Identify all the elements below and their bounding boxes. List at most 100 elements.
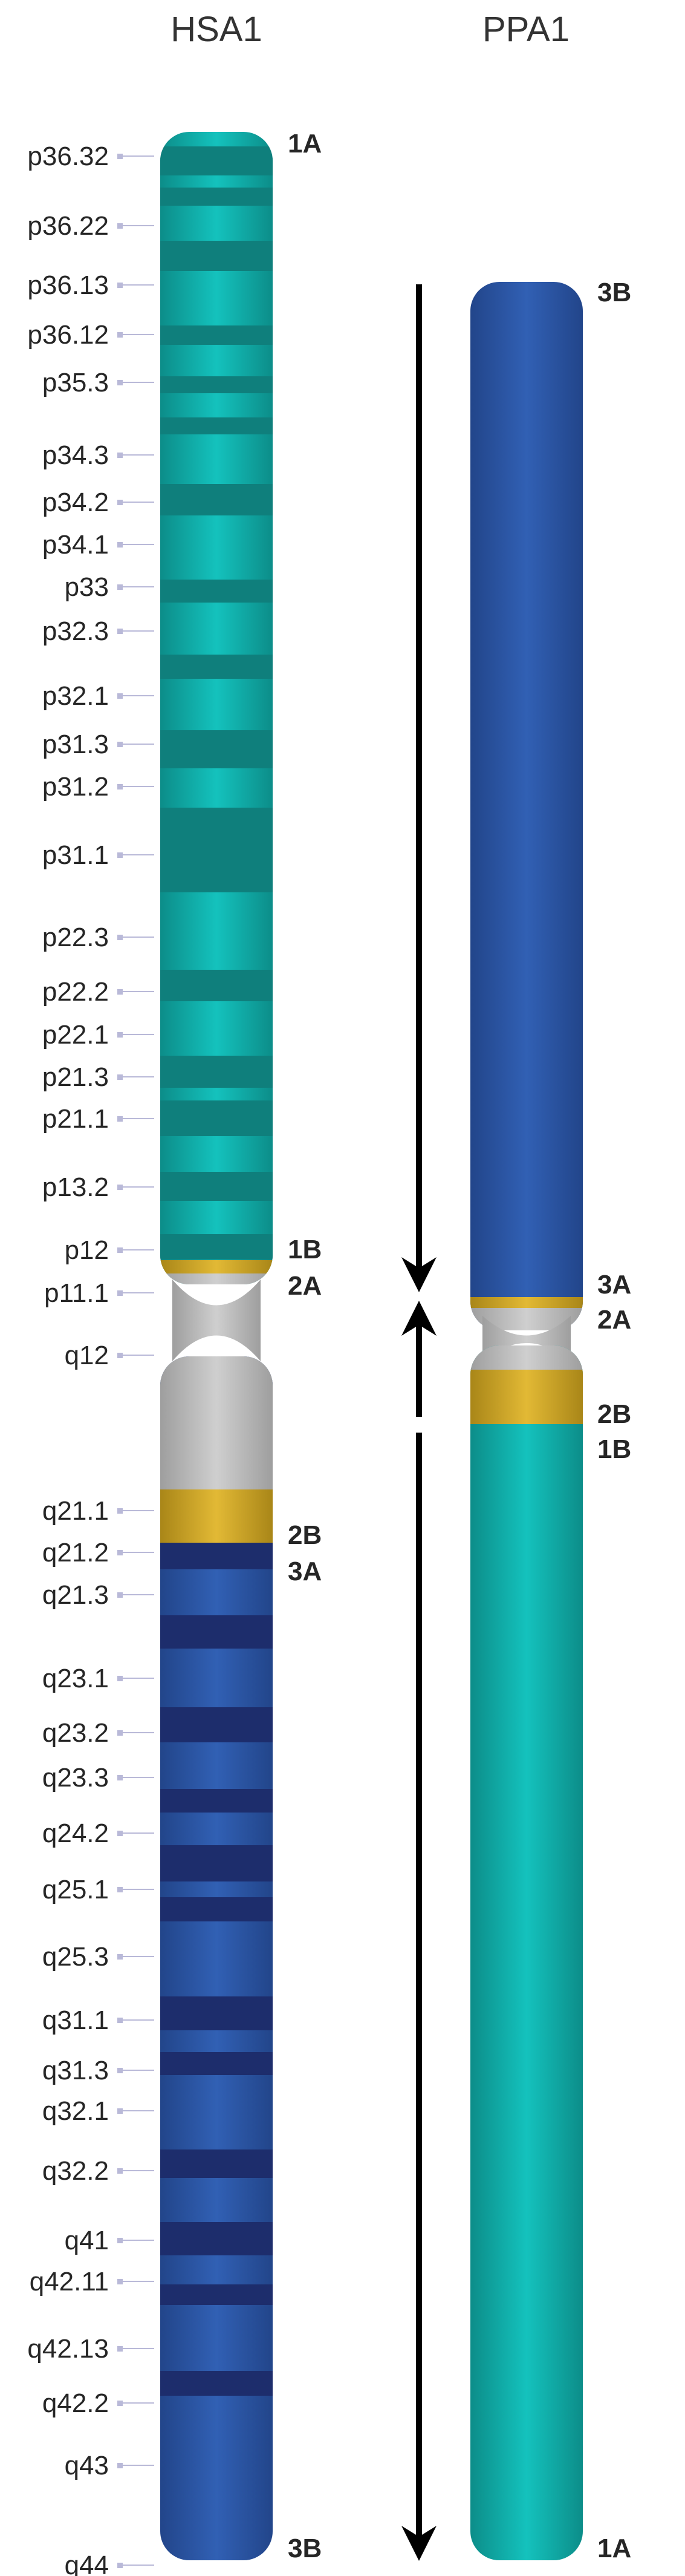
band-label: p21.3 — [42, 1062, 109, 1092]
band-label: q24.2 — [42, 1819, 109, 1848]
p-arm-band — [160, 484, 273, 515]
band-label: q32.2 — [42, 2156, 109, 2186]
band-label: p22.3 — [42, 923, 109, 952]
p-arm-band — [160, 1100, 273, 1136]
band-label-dot — [117, 380, 123, 385]
band-label: p31.3 — [42, 730, 109, 759]
band-label-dot — [117, 1831, 123, 1836]
ppa1-chromosome — [470, 282, 583, 2560]
band-label-dot — [117, 1353, 123, 1358]
band-label: q21.2 — [42, 1538, 109, 1568]
hsa1-seg-2b: 2B — [288, 1520, 322, 1550]
hsa1-seg-1a: 1A — [288, 129, 322, 159]
band-label-dot — [117, 332, 123, 338]
band-label-dot — [117, 2346, 123, 2352]
q-arm-band — [160, 2284, 273, 2305]
hsa1-seg-1b: 1B — [288, 1235, 322, 1264]
p-arm-band — [160, 146, 273, 175]
band-label-dot — [117, 2563, 123, 2568]
band-label: q25.3 — [42, 1942, 109, 1972]
q-arm-band — [160, 2052, 273, 2075]
band-label: q23.3 — [42, 1763, 109, 1793]
ppa1-seg-2b: 2B — [597, 1399, 631, 1429]
band-label-dot — [117, 1954, 123, 1960]
ppa1-upper-arm — [470, 282, 583, 1330]
band-label-dot — [117, 742, 123, 747]
band-label-dot — [117, 2168, 123, 2174]
band-label-dot — [117, 1775, 123, 1780]
q-arm-band — [160, 1897, 273, 1921]
band-label: p32.3 — [42, 616, 109, 646]
band-label: p12 — [65, 1235, 109, 1265]
band-label: p21.1 — [42, 1104, 109, 1134]
band-label-dot — [117, 935, 123, 940]
band-label: q12 — [65, 1341, 109, 1370]
band-label-dot — [117, 1290, 123, 1296]
band-label: q25.1 — [42, 1875, 109, 1904]
band-label-dot — [117, 2279, 123, 2284]
band-label: p11.1 — [44, 1278, 109, 1308]
hsa1-centromere — [172, 1280, 261, 1361]
ppa1-seg-2a: 2A — [597, 1305, 631, 1335]
band-label: p36.12 — [27, 320, 109, 350]
p-arm-band — [160, 1056, 273, 1088]
band-label: q23.2 — [42, 1718, 109, 1748]
band-label-dot — [117, 1185, 123, 1190]
band-label-dot — [117, 1032, 123, 1038]
q-arm-band — [160, 1996, 273, 2030]
p-arm-band — [160, 730, 273, 768]
p-arm-band — [160, 417, 273, 434]
band-label-dot — [117, 2018, 123, 2023]
ppa1-segment-labels: 3B 3A 2A 2B 1B 1A — [597, 278, 631, 2563]
p-arm-band — [160, 241, 273, 271]
band-label-dot — [117, 1730, 123, 1736]
band-label-dot — [117, 453, 123, 458]
band-label-dot — [117, 1676, 123, 1681]
band-label-dot — [117, 1247, 123, 1253]
arrow-down-lower-head — [401, 2526, 437, 2561]
ppa1-centromere — [482, 1316, 571, 1361]
band-label-dot — [117, 1592, 123, 1598]
hsa1-segment-labels: 1A 1B 2A 2B 3A 3B — [288, 129, 322, 2563]
p-arm-band — [160, 580, 273, 603]
p-arm-band — [160, 1172, 273, 1201]
band-label: p34.3 — [42, 440, 109, 470]
band-label-dot — [117, 2068, 123, 2073]
band-label-dot — [117, 584, 123, 590]
band-label-dot — [117, 989, 123, 995]
band-label: p32.1 — [42, 681, 109, 711]
p-arm-band — [160, 376, 273, 393]
band-label: q42.2 — [42, 2388, 109, 2418]
band-label: q21.1 — [42, 1496, 109, 1526]
band-label-dot — [117, 500, 123, 505]
ppa1-seg-3a: 3A — [597, 1270, 631, 1299]
band-label: q32.1 — [42, 2096, 109, 2126]
band-label: q42.13 — [27, 2334, 109, 2364]
p-arm-band — [160, 808, 273, 892]
arrow-up-middle-head — [401, 1301, 437, 1336]
band-label-dot — [117, 2108, 123, 2114]
band-label: p35.3 — [42, 368, 109, 397]
band-label-dot — [117, 2401, 123, 2406]
hsa1-band-labels: p36.32p36.22p36.13p36.12p35.3p34.3p34.2p… — [27, 142, 154, 2576]
band-label: p13.2 — [42, 1172, 109, 1202]
q-arm-band — [160, 1789, 273, 1813]
band-label-dot — [117, 283, 123, 288]
band-label-dot — [117, 1074, 123, 1080]
band-label: q41 — [65, 2226, 109, 2255]
band-label-dot — [117, 1508, 123, 1514]
band-label-dot — [117, 852, 123, 858]
q-arm-band — [160, 2371, 273, 2396]
ppa1-seg-1b: 1B — [597, 1434, 631, 1464]
band-label-dot — [117, 154, 123, 159]
title-ppa1: PPA1 — [482, 10, 570, 49]
q-arm-band — [160, 2222, 273, 2255]
p-arm-band — [160, 325, 273, 345]
band-label: p31.2 — [42, 772, 109, 802]
band-label: q42.11 — [30, 2267, 109, 2296]
q-arm-band — [160, 1707, 273, 1742]
p-arm-band — [160, 188, 273, 206]
band-label: p31.1 — [42, 840, 109, 870]
band-label: q44 — [65, 2551, 109, 2576]
